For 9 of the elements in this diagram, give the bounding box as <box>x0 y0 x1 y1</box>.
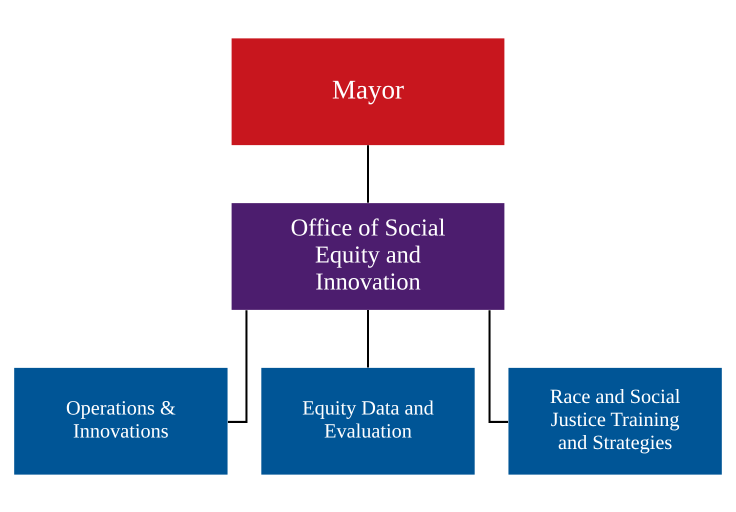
connector <box>366 144 370 202</box>
node-box: Race and Social Justice Training and Strategies <box>508 367 722 474</box>
node-box: Office of Social Equity and Innovation <box>232 202 504 310</box>
node-box: Equity Data and Evaluation <box>261 367 475 474</box>
connector <box>366 310 370 367</box>
connector <box>228 310 248 422</box>
node-box: Mayor <box>232 38 504 145</box>
node-box: Operations & Innovations <box>14 367 228 474</box>
connector <box>488 310 508 422</box>
